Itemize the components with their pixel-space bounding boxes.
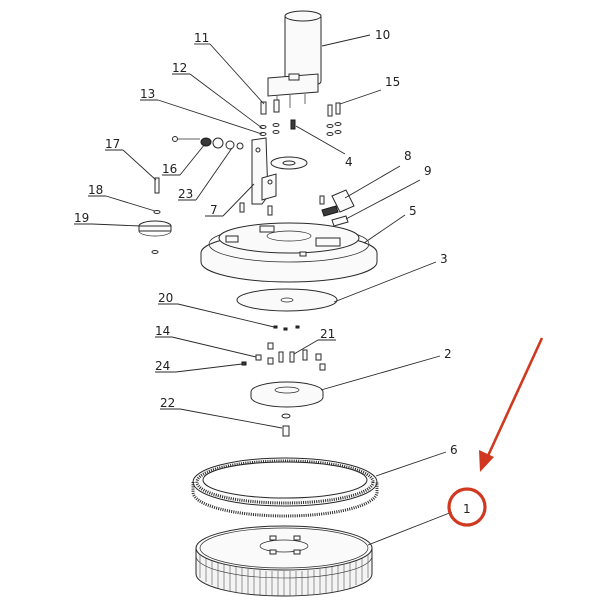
callout-15: 15 bbox=[385, 75, 400, 89]
part-fastener bbox=[281, 413, 291, 437]
callout-9: 9 bbox=[424, 164, 432, 178]
callout-12: 12 bbox=[172, 61, 187, 75]
callout-11: 11 bbox=[194, 31, 209, 45]
callout-17: 17 bbox=[105, 137, 120, 151]
part-bolts-mid bbox=[241, 325, 326, 371]
callout-13: 13 bbox=[140, 87, 155, 101]
callout-labels: 10 11 12 13 15 4 17 16 23 18 19 7 8 9 5 … bbox=[74, 28, 471, 516]
callout-6: 6 bbox=[450, 443, 458, 457]
part-brush bbox=[195, 525, 373, 597]
callout-8: 8 bbox=[404, 149, 412, 163]
callout-18: 18 bbox=[88, 183, 103, 197]
part-bolts-top bbox=[259, 99, 342, 136]
part-hub bbox=[250, 381, 324, 408]
callout-24: 24 bbox=[155, 359, 170, 373]
highlight-arrowhead-icon bbox=[479, 450, 494, 472]
callout-4: 4 bbox=[345, 155, 353, 169]
callout-5: 5 bbox=[409, 204, 417, 218]
part-housing bbox=[200, 222, 378, 283]
callout-3: 3 bbox=[440, 252, 448, 266]
part-motor bbox=[267, 10, 322, 110]
callout-20: 20 bbox=[158, 291, 173, 305]
callout-19: 19 bbox=[74, 211, 89, 225]
callout-14: 14 bbox=[155, 324, 170, 338]
callout-2: 2 bbox=[444, 347, 452, 361]
highlight-arrow bbox=[485, 337, 544, 459]
callout-16: 16 bbox=[162, 162, 177, 176]
part-bristle-ring bbox=[191, 457, 379, 518]
callout-23: 23 bbox=[178, 187, 193, 201]
part-bracket bbox=[239, 137, 308, 216]
callout-10: 10 bbox=[375, 28, 390, 42]
part-clips bbox=[319, 189, 355, 227]
highlight-annotation bbox=[447, 337, 544, 527]
callout-22: 22 bbox=[160, 396, 175, 410]
callout-1: 1 bbox=[463, 502, 471, 516]
part-plate bbox=[236, 288, 338, 312]
callout-7: 7 bbox=[210, 203, 218, 217]
leader-lines bbox=[74, 34, 453, 546]
callout-21: 21 bbox=[320, 327, 335, 341]
highlight-circle bbox=[447, 487, 487, 527]
part-left-hardware bbox=[138, 136, 244, 254]
